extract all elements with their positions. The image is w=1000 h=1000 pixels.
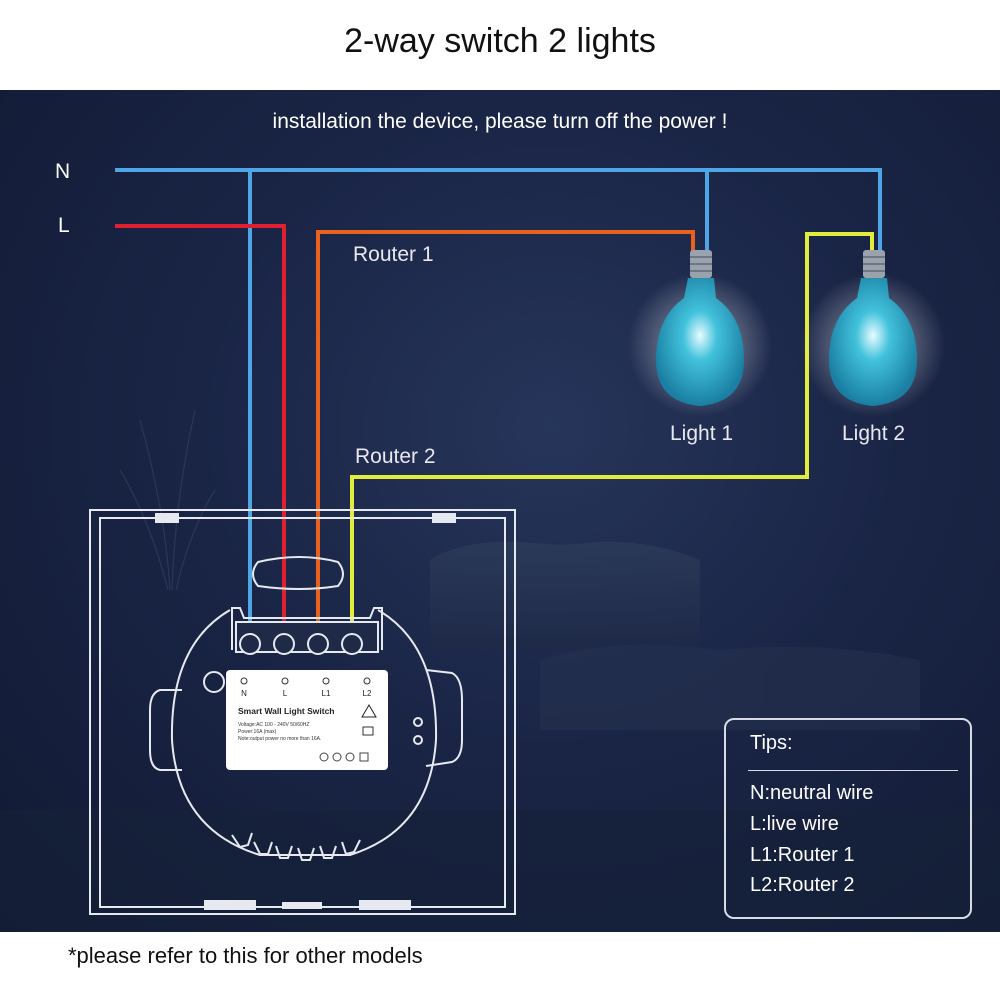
terminal-n-label: N [241,689,247,698]
terminal-l-label: L [283,689,288,698]
tips-title: Tips: [750,732,793,754]
light1-label: Light 1 [670,422,734,445]
terminal-l1-screw [307,633,329,655]
live-wire-label: L [58,214,70,237]
switch-module [149,556,463,861]
terminal-l2-label: L2 [363,689,372,698]
switch-plate [89,509,516,915]
terminal-screws [239,633,363,655]
tip-live: L:live wire [750,813,839,835]
router2-label: Router 2 [355,445,436,468]
neutral-wire-label: N [55,160,71,183]
warning-triangle-icon [361,704,377,718]
device-name: Smart Wall Light Switch [238,706,335,716]
device-spec-voltage: Voltage:AC 100 - 240V 50/60HZ [238,722,309,728]
sofa-back [430,541,700,650]
tip-router2: L2:Router 2 [750,874,855,896]
terminal-n-screw [239,633,261,655]
heat-vents [231,832,361,861]
tip-router1: L1:Router 1 [750,844,855,866]
terminal-l1-label: L1 [322,689,331,698]
room-background [0,409,1000,932]
device-spec-power: Power:16A (max) [238,729,277,735]
manual-icon [362,726,374,736]
light2-label: Light 2 [842,422,906,445]
live-wire [115,224,286,635]
page-title: 2-way switch 2 lights [344,22,656,60]
tips-box: Tips: N:neutral wire L:live wire L1:Rout… [724,718,972,919]
tip-neutral: N:neutral wire [750,782,874,804]
floor [0,810,1000,932]
terminal-l-screw [273,633,295,655]
certification-icons [319,752,369,762]
sofa-seat [540,644,920,730]
tips-divider [748,770,958,771]
light-bulb-1-icon [628,250,772,417]
footnote: *please refer to this for other models [68,943,423,968]
terminal-l2-screw [341,633,363,655]
light-bulb-2-icon [801,250,945,417]
power-warning: installation the device, please turn off… [272,110,728,133]
diagram-panel: installation the device, please turn off… [0,90,1000,932]
plant-stems [119,409,216,591]
router1-label: Router 1 [353,243,434,266]
device-label-card: N L L1 L2 Smart Wall Light Switch Voltag… [226,670,388,770]
device-spec-note: Note:output power no more than 16A. [238,736,321,742]
wiring-diagram: N L L1 L2 Smart Wall Light Switch Voltag… [0,168,1000,932]
neutral-wire [115,168,882,635]
router1-wire [316,230,695,635]
